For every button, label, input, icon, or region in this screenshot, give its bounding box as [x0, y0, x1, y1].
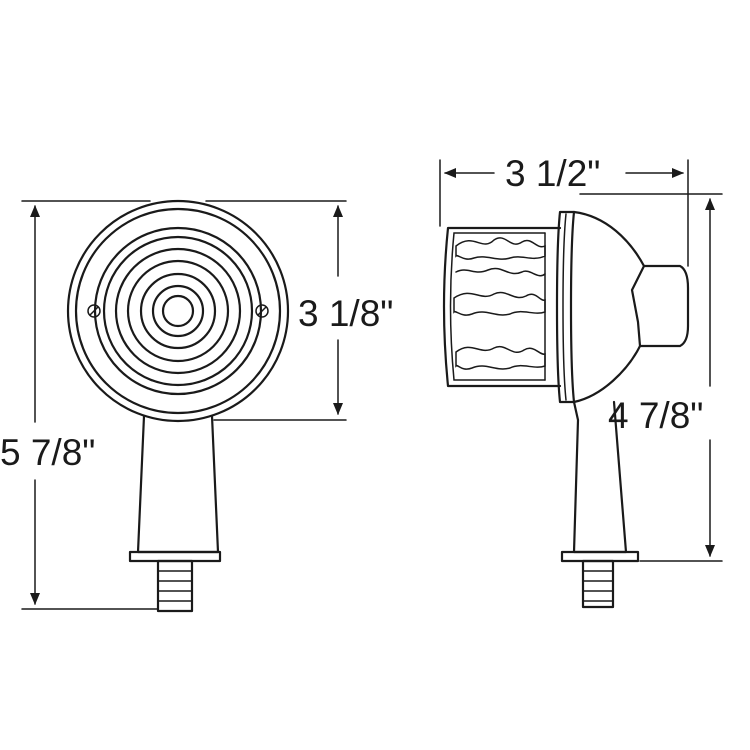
- front-lamp-housing: [66, 199, 290, 423]
- side-extension-lines: [439, 159, 723, 562]
- side-lens: [442, 226, 562, 388]
- side-depth-dimension: 3 1/2": [444, 153, 684, 194]
- front-view: [66, 199, 290, 613]
- side-height-label: 4 7/8": [608, 395, 703, 436]
- side-flange: [555, 210, 576, 404]
- front-mounting-stem: [128, 414, 222, 613]
- front-width-label: 3 1/8": [298, 293, 393, 334]
- screw-icon: [255, 304, 269, 318]
- side-view: [442, 210, 690, 609]
- flame-icon: [455, 345, 546, 370]
- side-height-dimension: 4 7/8": [608, 198, 715, 557]
- front-height-label: 5 7/8": [0, 432, 95, 473]
- flame-icon: [455, 237, 546, 277]
- side-mounting-stem: [560, 400, 640, 609]
- front-height-dimension: 5 7/8": [0, 205, 95, 605]
- front-extension-lines: [21, 200, 347, 610]
- front-width-dimension: 3 1/8": [298, 205, 393, 415]
- screw-icon: [87, 304, 101, 318]
- flame-icon: [453, 291, 546, 316]
- side-housing-body: [572, 210, 690, 404]
- side-depth-label: 3 1/2": [505, 153, 600, 194]
